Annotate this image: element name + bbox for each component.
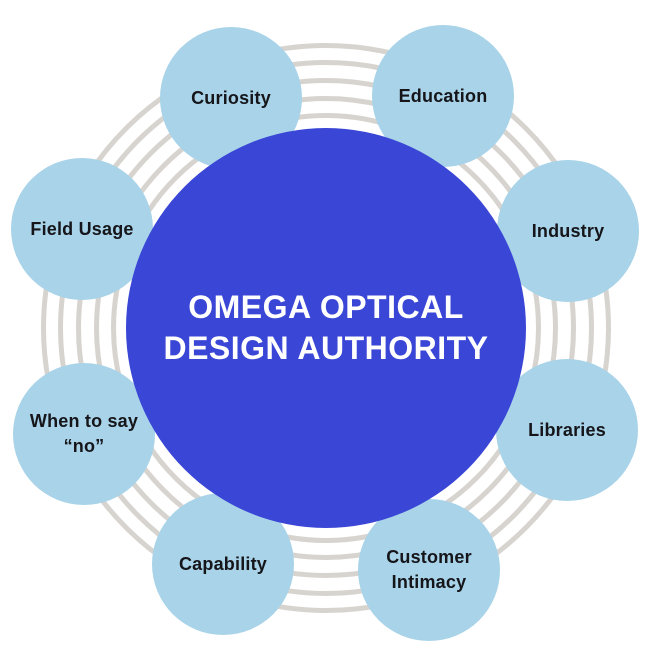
- background-ring: [41, 43, 611, 613]
- node-libraries-label-line: Libraries: [528, 419, 606, 440]
- node-customer-intimacy-label-line: Intimacy: [391, 572, 467, 592]
- center-title-line-2: DESIGN AUTHORITY: [163, 330, 489, 366]
- node-when-to-say-no-label-line: When to say: [29, 411, 139, 431]
- node-capability-label: Capability: [179, 552, 267, 577]
- node-education-label-line: Education: [398, 85, 488, 106]
- node-capability-label-line: Capability: [178, 553, 268, 574]
- node-field-usage-label-line: Field Usage: [30, 218, 134, 239]
- node-curiosity-label: Curiosity: [191, 86, 271, 111]
- node-when-to-say-no-label: When to say “no”: [30, 409, 138, 459]
- node-industry-label: Industry: [532, 219, 605, 244]
- node-field-usage: Field Usage: [11, 158, 153, 300]
- node-customer-intimacy: Customer Intimacy: [358, 499, 500, 641]
- node-industry: Industry: [497, 160, 639, 302]
- center-title-line-1: OMEGA OPTICAL: [188, 289, 464, 325]
- center-title: OMEGA OPTICAL DESIGN AUTHORITY: [163, 287, 488, 369]
- node-customer-intimacy-label: Customer Intimacy: [386, 545, 472, 595]
- node-libraries-label: Libraries: [528, 418, 606, 443]
- node-libraries: Libraries: [496, 359, 638, 501]
- node-when-to-say-no: When to say “no”: [13, 363, 155, 505]
- node-industry-label-line: Industry: [531, 220, 605, 241]
- node-when-to-say-no-label-line: “no”: [63, 436, 105, 456]
- center-circle: OMEGA OPTICAL DESIGN AUTHORITY: [126, 128, 526, 528]
- node-curiosity-label-line: Curiosity: [191, 87, 271, 108]
- node-field-usage-label: Field Usage: [30, 217, 133, 242]
- node-customer-intimacy-label-line: Customer: [386, 547, 472, 567]
- node-education-label: Education: [399, 84, 488, 109]
